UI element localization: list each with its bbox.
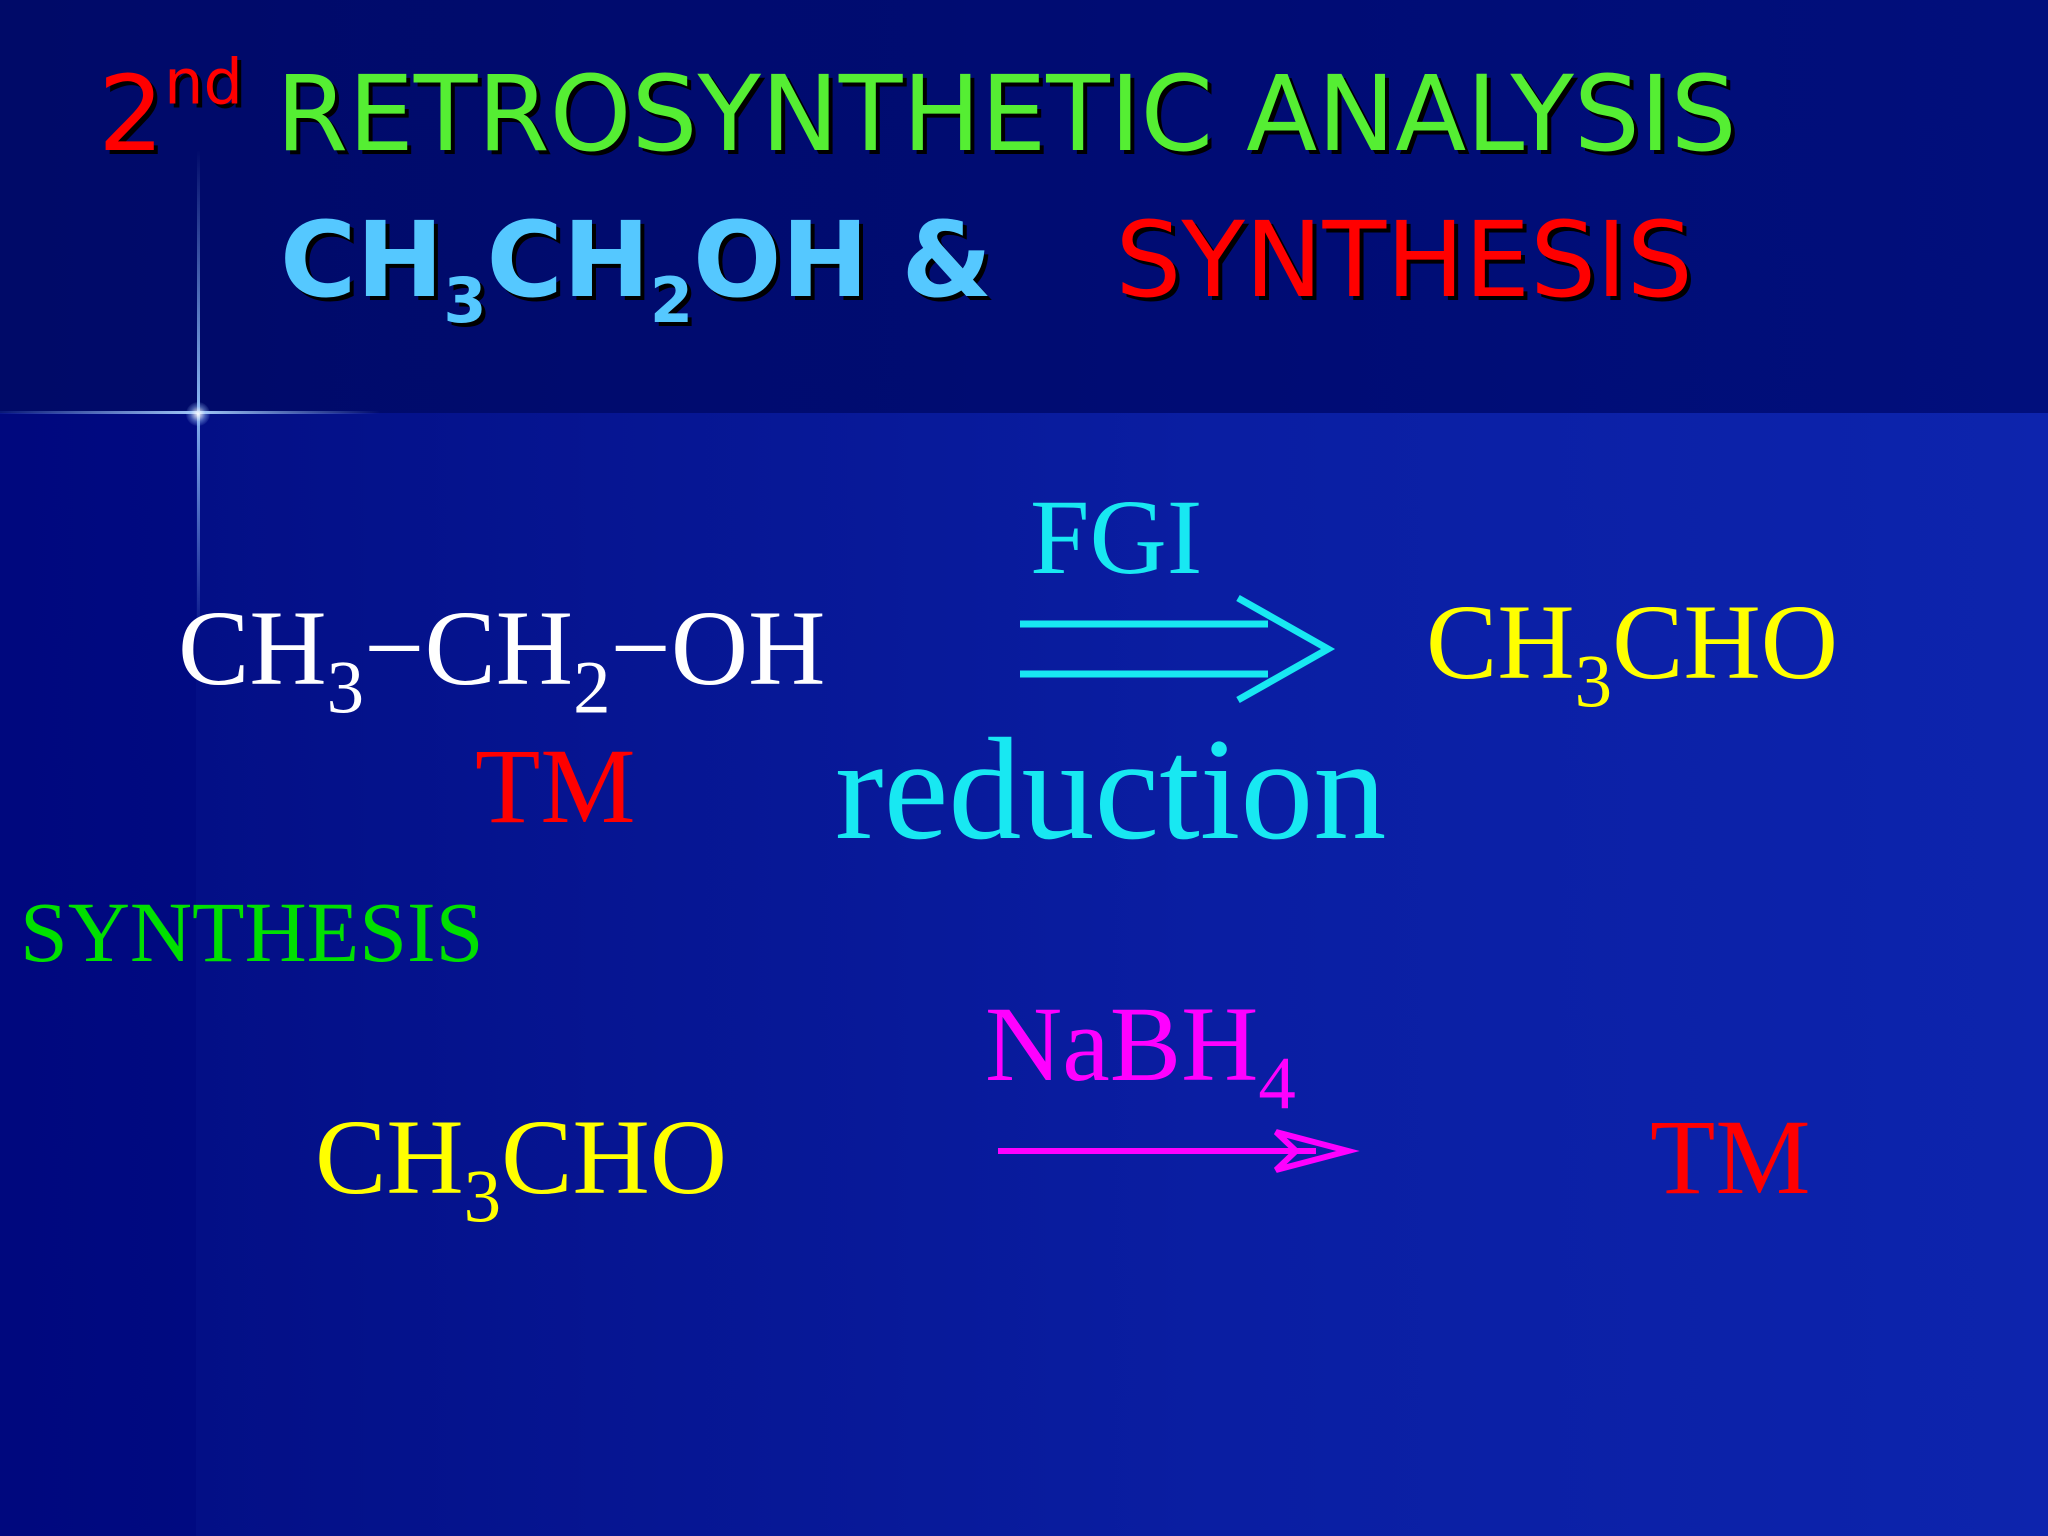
formula-subscript: 4 [1258, 1042, 1296, 1126]
formula-part: CH [178, 590, 327, 708]
slide-title-line1: 2nd RETROSYNTHETIC ANALYSIS [98, 51, 1737, 166]
title-synthesis-word: SYNTHESIS [1115, 199, 1693, 321]
decorative-sparkle-icon [186, 402, 210, 426]
formula-subscript: 3 [326, 646, 365, 730]
formula-part: CH [1426, 584, 1575, 702]
reaction-type-label: reduction [835, 708, 1387, 870]
formula-part: CH [280, 199, 444, 321]
title-formula: CH3CH2OH [280, 199, 869, 332]
decorative-glow-vertical [197, 150, 200, 640]
formula-part: CHO [501, 1099, 728, 1217]
title-ampersand: & [901, 199, 993, 321]
formula-part: OH [693, 199, 869, 321]
content-panel [196, 413, 2048, 1536]
formula-subscript: 3 [443, 264, 487, 338]
formula-part: CH [486, 199, 650, 321]
retrosynthetic-arrow-icon [1020, 594, 1336, 704]
formula-subscript: 2 [573, 646, 611, 730]
synthesis-section-label: SYNTHESIS [20, 884, 484, 980]
slide-title-line2: CH3CH2OH & SYNTHESIS [280, 208, 1693, 332]
title-ordinal-suffix: nd [164, 45, 243, 119]
formula-part: −OH [610, 590, 826, 708]
formula-subscript: 3 [1574, 640, 1613, 724]
reaction-arrow-icon [998, 1129, 1360, 1173]
fgi-label: FGI [1030, 479, 1203, 597]
formula-part: NaBH [985, 986, 1259, 1104]
precursor-formula: CH3CHO [1426, 590, 1838, 720]
formula-part: −CH [364, 590, 574, 708]
product-label: TM [1650, 1099, 1811, 1217]
formula-subscript: 3 [463, 1155, 502, 1239]
target-molecule-label: TM [475, 728, 636, 846]
formula-part: CHO [1612, 584, 1839, 702]
title-ordinal-number: 2 [98, 53, 165, 175]
target-molecule-formula: CH3−CH2−OH [178, 596, 825, 726]
header-band [0, 0, 2048, 413]
starting-material-formula: CH3CHO [315, 1105, 727, 1235]
title-text: RETROSYNTHETIC ANALYSIS [275, 53, 1737, 175]
reagent-formula: NaBH4 [985, 992, 1296, 1122]
formula-subscript: 2 [649, 264, 694, 338]
formula-part: CH [315, 1099, 464, 1217]
